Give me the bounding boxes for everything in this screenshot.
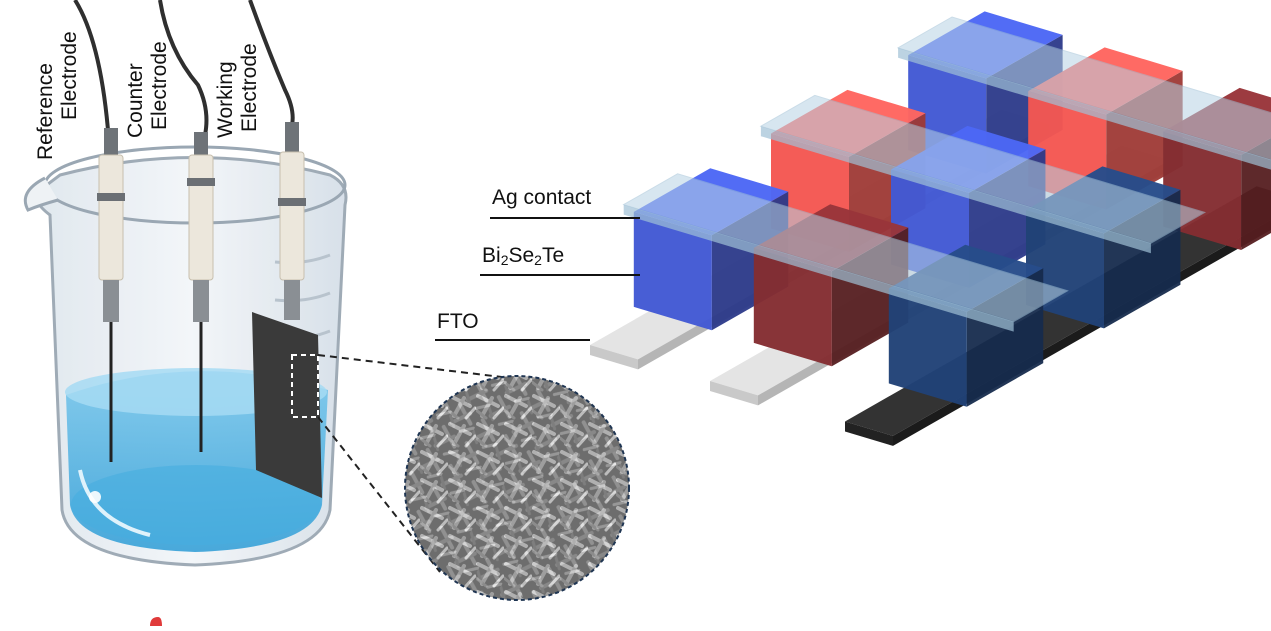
zoom-line-bottom: [317, 416, 441, 573]
zoom-line-top: [317, 354, 511, 379]
counter-electrode-label-2: Electrode: [148, 41, 171, 130]
graduation-mark: [274, 291, 331, 303]
fto-strip-edge: [590, 345, 638, 370]
fto-strip-edge: [845, 421, 893, 446]
material-block-front: [633, 211, 712, 331]
reference-electrode-label: Reference: [34, 63, 57, 160]
fto-strip-edge: [710, 381, 758, 406]
material-block-front: [753, 247, 832, 367]
counter-electrode-label: Counter: [124, 63, 147, 138]
fto-label: FTO: [437, 310, 479, 333]
ag-contact-label: Ag contact: [492, 186, 592, 209]
reference-electrode-label-2: Electrode: [58, 31, 81, 120]
glass-highlight-dot: [89, 491, 101, 503]
sample-plate: [252, 312, 322, 498]
solution-bottom: [71, 465, 321, 545]
glass-strip-edge: [898, 47, 1271, 170]
glass-strip-edge: [623, 204, 1014, 332]
zoom-region: [291, 354, 319, 418]
electrode-cables: [73, 0, 295, 136]
red-mark: [150, 617, 162, 626]
counter-cable: [158, 0, 209, 136]
counter-electrode: [187, 132, 215, 452]
bi2se2te-label: Bi2Se2Te: [482, 244, 565, 268]
glass-highlight: [78, 469, 151, 537]
working-electrode: [252, 122, 322, 498]
device-array: [590, 11, 1271, 446]
sem-micrograph: [404, 375, 630, 601]
working-electrode-label: Working: [214, 61, 237, 138]
reference-electrode: [97, 128, 125, 462]
reference-cable: [73, 0, 110, 131]
beaker-spout: [23, 176, 59, 212]
working-cable: [248, 0, 295, 126]
working-electrode-label-2: Electrode: [238, 43, 261, 132]
material-block-front: [888, 288, 967, 407]
glass-strip-edge: [760, 126, 1151, 254]
